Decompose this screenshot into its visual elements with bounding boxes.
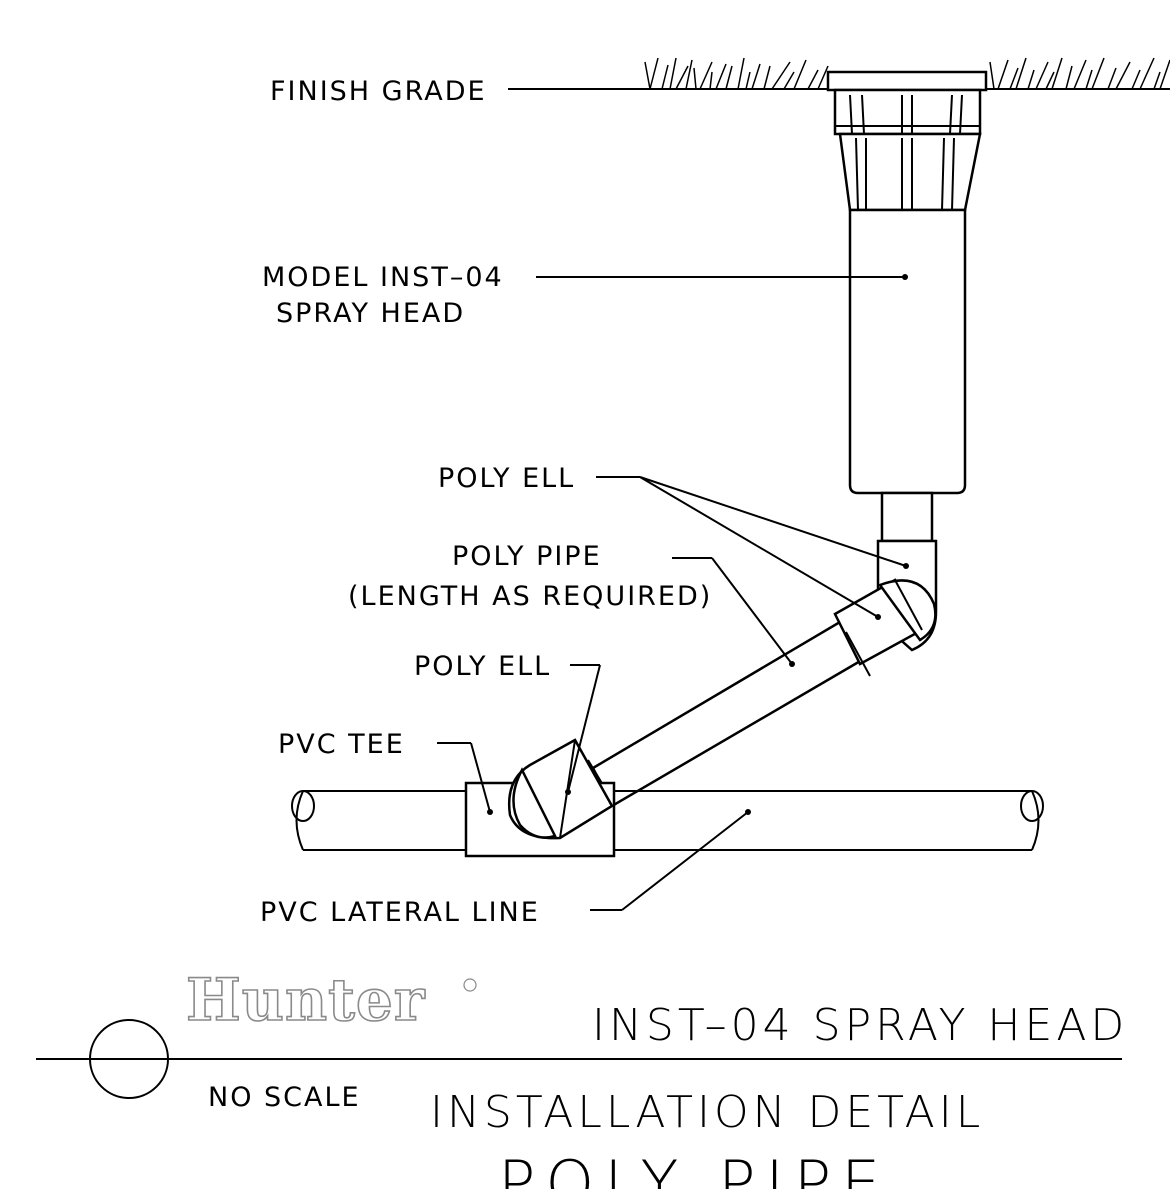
hunter-logo: Hunter bbox=[186, 966, 426, 1034]
label-poly-pipe-length: (LENGTH AS REQUIRED) bbox=[348, 581, 712, 612]
label-spray-head-model: MODEL INST–04 bbox=[262, 262, 504, 293]
spray-head-cap bbox=[826, 70, 988, 92]
title-main: INST–04 SPRAY HEAD bbox=[592, 1000, 1128, 1051]
grass-left bbox=[644, 57, 829, 90]
title-block: Hunter INST–04 SPRAY HEAD NO SCALE INSTA… bbox=[36, 965, 1128, 1189]
spray-head bbox=[826, 70, 988, 543]
spray-head-inlet bbox=[880, 491, 934, 543]
grass-right bbox=[989, 57, 1170, 90]
label-pvc-lateral-line: PVC LATERAL LINE bbox=[260, 897, 540, 928]
leader-lines bbox=[437, 274, 909, 911]
label-no-scale: NO SCALE bbox=[208, 1082, 361, 1113]
label-spray-head-name: SPRAY HEAD bbox=[276, 298, 465, 329]
label-poly-pipe: POLY PIPE bbox=[452, 541, 602, 572]
spray-head-flange bbox=[838, 132, 982, 212]
detail-callout-circle bbox=[89, 1019, 169, 1099]
label-pvc-tee: PVC TEE bbox=[278, 729, 405, 760]
label-finish-grade: FINISH GRADE bbox=[270, 76, 487, 107]
label-poly-ell-top: POLY ELL bbox=[438, 463, 575, 494]
poly-ell-bottom bbox=[507, 738, 614, 840]
title-sub2: POLY PIPE bbox=[498, 1147, 890, 1189]
label-poly-ell-bottom: POLY ELL bbox=[414, 651, 551, 682]
pvc-lateral-line bbox=[291, 790, 1044, 851]
title-sub: INSTALLATION DETAIL bbox=[430, 1087, 984, 1138]
spray-head-body bbox=[848, 208, 967, 495]
spray-head-collar bbox=[833, 88, 982, 136]
poly-pipe bbox=[581, 578, 937, 808]
registered-mark-icon bbox=[463, 978, 477, 992]
